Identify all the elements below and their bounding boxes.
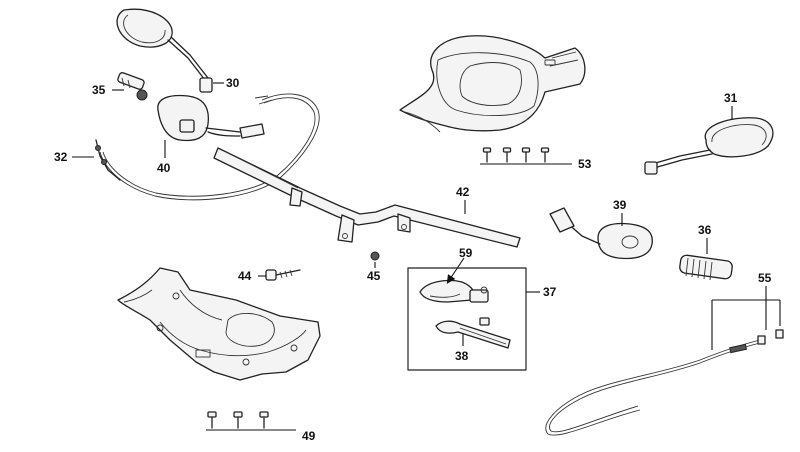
part-35-bar-end[interactable] <box>117 72 148 101</box>
part-44-bolt[interactable] <box>265 269 301 281</box>
part-39-right-switch[interactable] <box>549 207 653 260</box>
part-30-left-mirror[interactable] <box>116 8 213 93</box>
callout-30-label: 30 <box>226 76 240 90</box>
callout-37-label: 37 <box>543 285 557 299</box>
callout-37: 37 <box>526 285 557 299</box>
part-37-brake-lever-assembly[interactable] <box>407 267 527 371</box>
callout-35: 35 <box>92 83 124 97</box>
callout-45-label: 45 <box>367 269 381 283</box>
part-31-right-mirror[interactable] <box>644 117 774 175</box>
callout-36-label: 36 <box>698 223 712 237</box>
callout-49: 49 <box>206 429 316 443</box>
callout-45: 45 <box>367 262 381 283</box>
callout-39: 39 <box>613 198 627 226</box>
callout-36: 36 <box>698 223 712 254</box>
callout-53: 53 <box>480 157 592 171</box>
callout-32: 32 <box>54 150 94 164</box>
callout-35-label: 35 <box>92 83 106 97</box>
part-53-upper-cover[interactable] <box>399 35 586 133</box>
callout-59: 59 <box>446 246 473 284</box>
part-45-nut[interactable] <box>370 251 380 261</box>
part-32-throttle-cable[interactable] <box>95 139 121 181</box>
lower-handlebar-cover[interactable] <box>117 267 321 381</box>
part-42-handlebar[interactable] <box>213 147 521 248</box>
callout-44-label: 44 <box>238 269 252 283</box>
callout-40-label: 40 <box>157 161 171 175</box>
callout-38: 38 <box>455 334 469 363</box>
screws-49 <box>207 411 269 429</box>
callout-42: 42 <box>456 185 470 214</box>
callout-42-label: 42 <box>456 185 470 199</box>
callout-32-label: 32 <box>54 150 68 164</box>
callout-49-label: 49 <box>302 429 316 443</box>
callout-55: 55 <box>711 271 781 350</box>
callout-59-label: 59 <box>459 246 473 260</box>
part-36-right-grip[interactable] <box>679 254 733 281</box>
part-40-left-switch[interactable] <box>157 94 265 142</box>
callout-30: 30 <box>213 76 240 90</box>
callout-31: 31 <box>724 91 738 120</box>
callout-53-label: 53 <box>578 157 592 171</box>
callout-39-label: 39 <box>613 198 627 212</box>
callout-38-label: 38 <box>455 349 469 363</box>
screws-53 <box>482 147 550 163</box>
callout-31-label: 31 <box>724 91 738 105</box>
callout-55-label: 55 <box>758 271 772 285</box>
callout-44: 44 <box>238 269 266 283</box>
part-55-brake-cable[interactable] <box>545 329 784 436</box>
callout-40: 40 <box>157 140 171 175</box>
